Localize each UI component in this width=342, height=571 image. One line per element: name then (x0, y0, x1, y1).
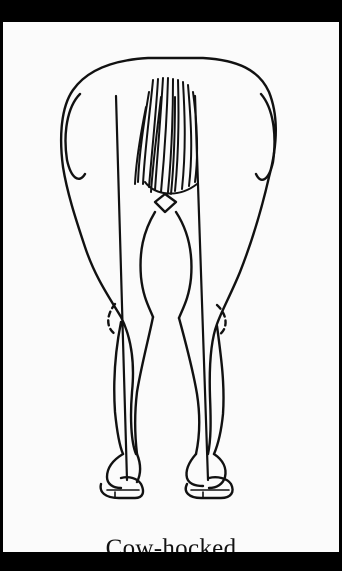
right-thigh-muscle (256, 94, 275, 180)
left-inner-hock (135, 317, 153, 454)
figure-panel: Cow-hocked (3, 22, 339, 552)
tail (135, 78, 197, 194)
left-plumb-line (116, 96, 127, 480)
tail-base (155, 194, 176, 212)
right-inner-hock (179, 318, 199, 454)
figure-caption: Cow-hocked (3, 535, 339, 552)
left-hock-bump (108, 304, 115, 334)
right-inner-gaskin (176, 212, 191, 318)
right-outer-cannon (214, 326, 224, 454)
right-plumb-line (195, 96, 208, 480)
left-inner-gaskin (141, 212, 155, 317)
horse-hindquarters-illustration (3, 22, 339, 552)
left-thigh-muscle (66, 94, 85, 179)
left-fetlock (107, 454, 123, 488)
right-fetlock (186, 454, 203, 486)
left-outer-cannon (114, 322, 123, 454)
rump-outline (61, 58, 276, 454)
